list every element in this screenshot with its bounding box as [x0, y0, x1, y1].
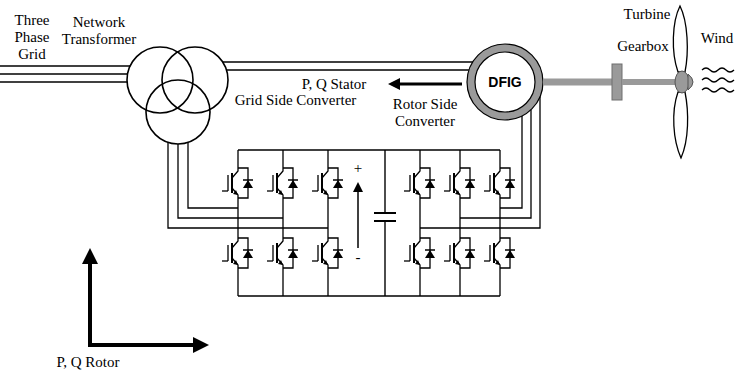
converter-label: Rotor Side Converter [383, 96, 467, 130]
transformer-symbol [127, 47, 228, 144]
grid-label: Three Phase Grid [6, 12, 58, 63]
rotor-power-arrows [82, 248, 209, 353]
polarity-sign: + [351, 160, 365, 177]
stator-power-arrow [388, 78, 462, 90]
wind-label: Wind [698, 30, 736, 47]
generator-circle: DFIG [475, 52, 535, 112]
drive-train [543, 6, 693, 158]
grid-side-wires [168, 142, 328, 228]
converter-legs [238, 150, 500, 296]
dc-capacitor [374, 150, 396, 296]
dc-voltage-arrow [353, 182, 363, 248]
stator-power-label: P, Q Stator [286, 76, 382, 93]
dfig-machine [467, 44, 543, 120]
gearbox-label: Gearbox [612, 38, 674, 55]
transformer-label: Network Transformer [56, 14, 142, 48]
rotor-power-label: P, Q Rotor [40, 354, 136, 371]
turbine-label: Turbine [618, 6, 676, 23]
machine-name: DFIG [488, 74, 521, 90]
stator-lines [223, 62, 473, 70]
converter-label: Grid Side Converter [228, 92, 363, 109]
grid-lines [0, 66, 130, 82]
wind-waves [702, 68, 734, 92]
polarity-sign: - [351, 249, 365, 266]
dc-link-rails [238, 150, 500, 296]
